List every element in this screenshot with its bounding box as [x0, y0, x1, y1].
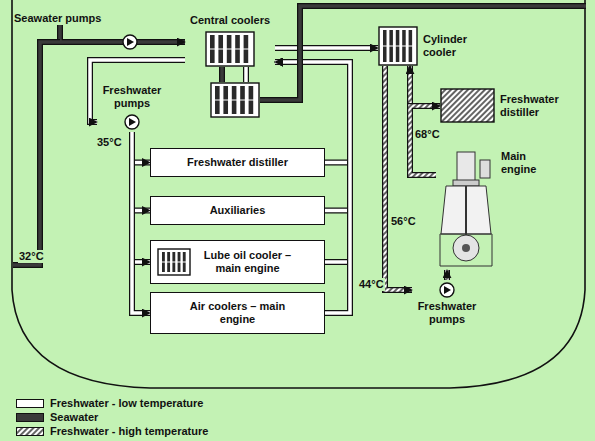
- legend-swatch: [16, 413, 44, 422]
- pipe-connector: [275, 48, 378, 49]
- ship-hull: [12, 0, 585, 388]
- cooler-link-core: [244, 67, 248, 82]
- temperature-label: 68°C: [414, 128, 441, 141]
- engine-symbol: [436, 150, 496, 270]
- cooler-symbol: [157, 248, 191, 276]
- central-cooler-symbol: [211, 83, 259, 117]
- pipe-connector: [410, 106, 440, 175]
- box-text: Air coolers – main engine: [177, 300, 298, 326]
- process-box: Lube oil cooler – main engine: [150, 240, 325, 284]
- node-label: Freshwater pumps: [97, 84, 167, 110]
- freshwater-distiller-ht: Freshwater distiller: [440, 88, 568, 123]
- box-text: Lube oil cooler – main engine: [197, 249, 298, 275]
- pipe-connector: [132, 132, 150, 313]
- node-label: Main engine: [501, 150, 551, 176]
- temperature-label: 56°C: [390, 215, 417, 228]
- box-text: Auxiliaries: [177, 204, 298, 217]
- freshwater-pump: Freshwater pumps: [97, 84, 167, 132]
- legend-text: Freshwater - high temperature: [50, 425, 208, 438]
- cooler-link: [243, 67, 249, 82]
- pump-label: Seawater pumps: [14, 12, 114, 25]
- pipe-connector: [385, 66, 412, 290]
- pump-symbol: [123, 35, 137, 49]
- cooler-symbol: [205, 31, 255, 67]
- temperature-label: 32°C: [18, 250, 45, 263]
- pipe-connector: [90, 60, 185, 122]
- node-label: Central coolers: [190, 14, 270, 27]
- pump-symbol: [437, 280, 457, 300]
- process-box: Auxiliaries: [150, 196, 325, 225]
- node-label: Freshwater pumps: [412, 300, 482, 326]
- temperature-label: 35°C: [96, 136, 123, 149]
- legend-text: Freshwater - low temperature: [50, 397, 203, 410]
- freshwater-pump: Freshwater pumps: [412, 280, 482, 326]
- legend-swatch: [16, 427, 44, 436]
- legend-row: Seawater: [16, 410, 208, 424]
- node-label: Cylinder cooler: [423, 33, 481, 59]
- seawater-outlet-core: [260, 6, 586, 100]
- node-label: Seawater pumps: [14, 12, 101, 25]
- temperature-label: 44°C: [358, 278, 385, 291]
- box-text: Freshwater distiller: [177, 156, 298, 169]
- seawater-inlet-core: [13, 42, 60, 265]
- cooler-link: [219, 67, 225, 82]
- cooler-link-core: [220, 67, 224, 82]
- seawater-outlet-pipe: [260, 6, 586, 100]
- pipe-connector: [410, 66, 436, 175]
- seawater-inlet-pipe: [13, 42, 60, 265]
- pipe-connector: [447, 270, 448, 280]
- legend-row: Freshwater - high temperature: [16, 424, 208, 438]
- cooler-symbol: [378, 26, 418, 66]
- central-cooler: Central coolers: [185, 14, 275, 67]
- node-label: Freshwater distiller: [500, 93, 568, 119]
- pipe-connector: [60, 25, 185, 42]
- main-engine: Main engine: [436, 150, 551, 270]
- cylinder-cooler: Cylinder cooler: [378, 26, 481, 66]
- pump-symbol: [122, 112, 142, 132]
- pipe-connector: [275, 62, 350, 211]
- process-box: Air coolers – main engine: [150, 292, 325, 334]
- legend-row: Freshwater - low temperature: [16, 396, 208, 410]
- legend: Freshwater - low temperatureSeawaterFres…: [16, 396, 208, 438]
- hatch-symbol: [440, 88, 495, 123]
- legend-swatch: [16, 399, 44, 408]
- legend-text: Seawater: [50, 411, 98, 424]
- process-box: Freshwater distiller: [150, 148, 325, 177]
